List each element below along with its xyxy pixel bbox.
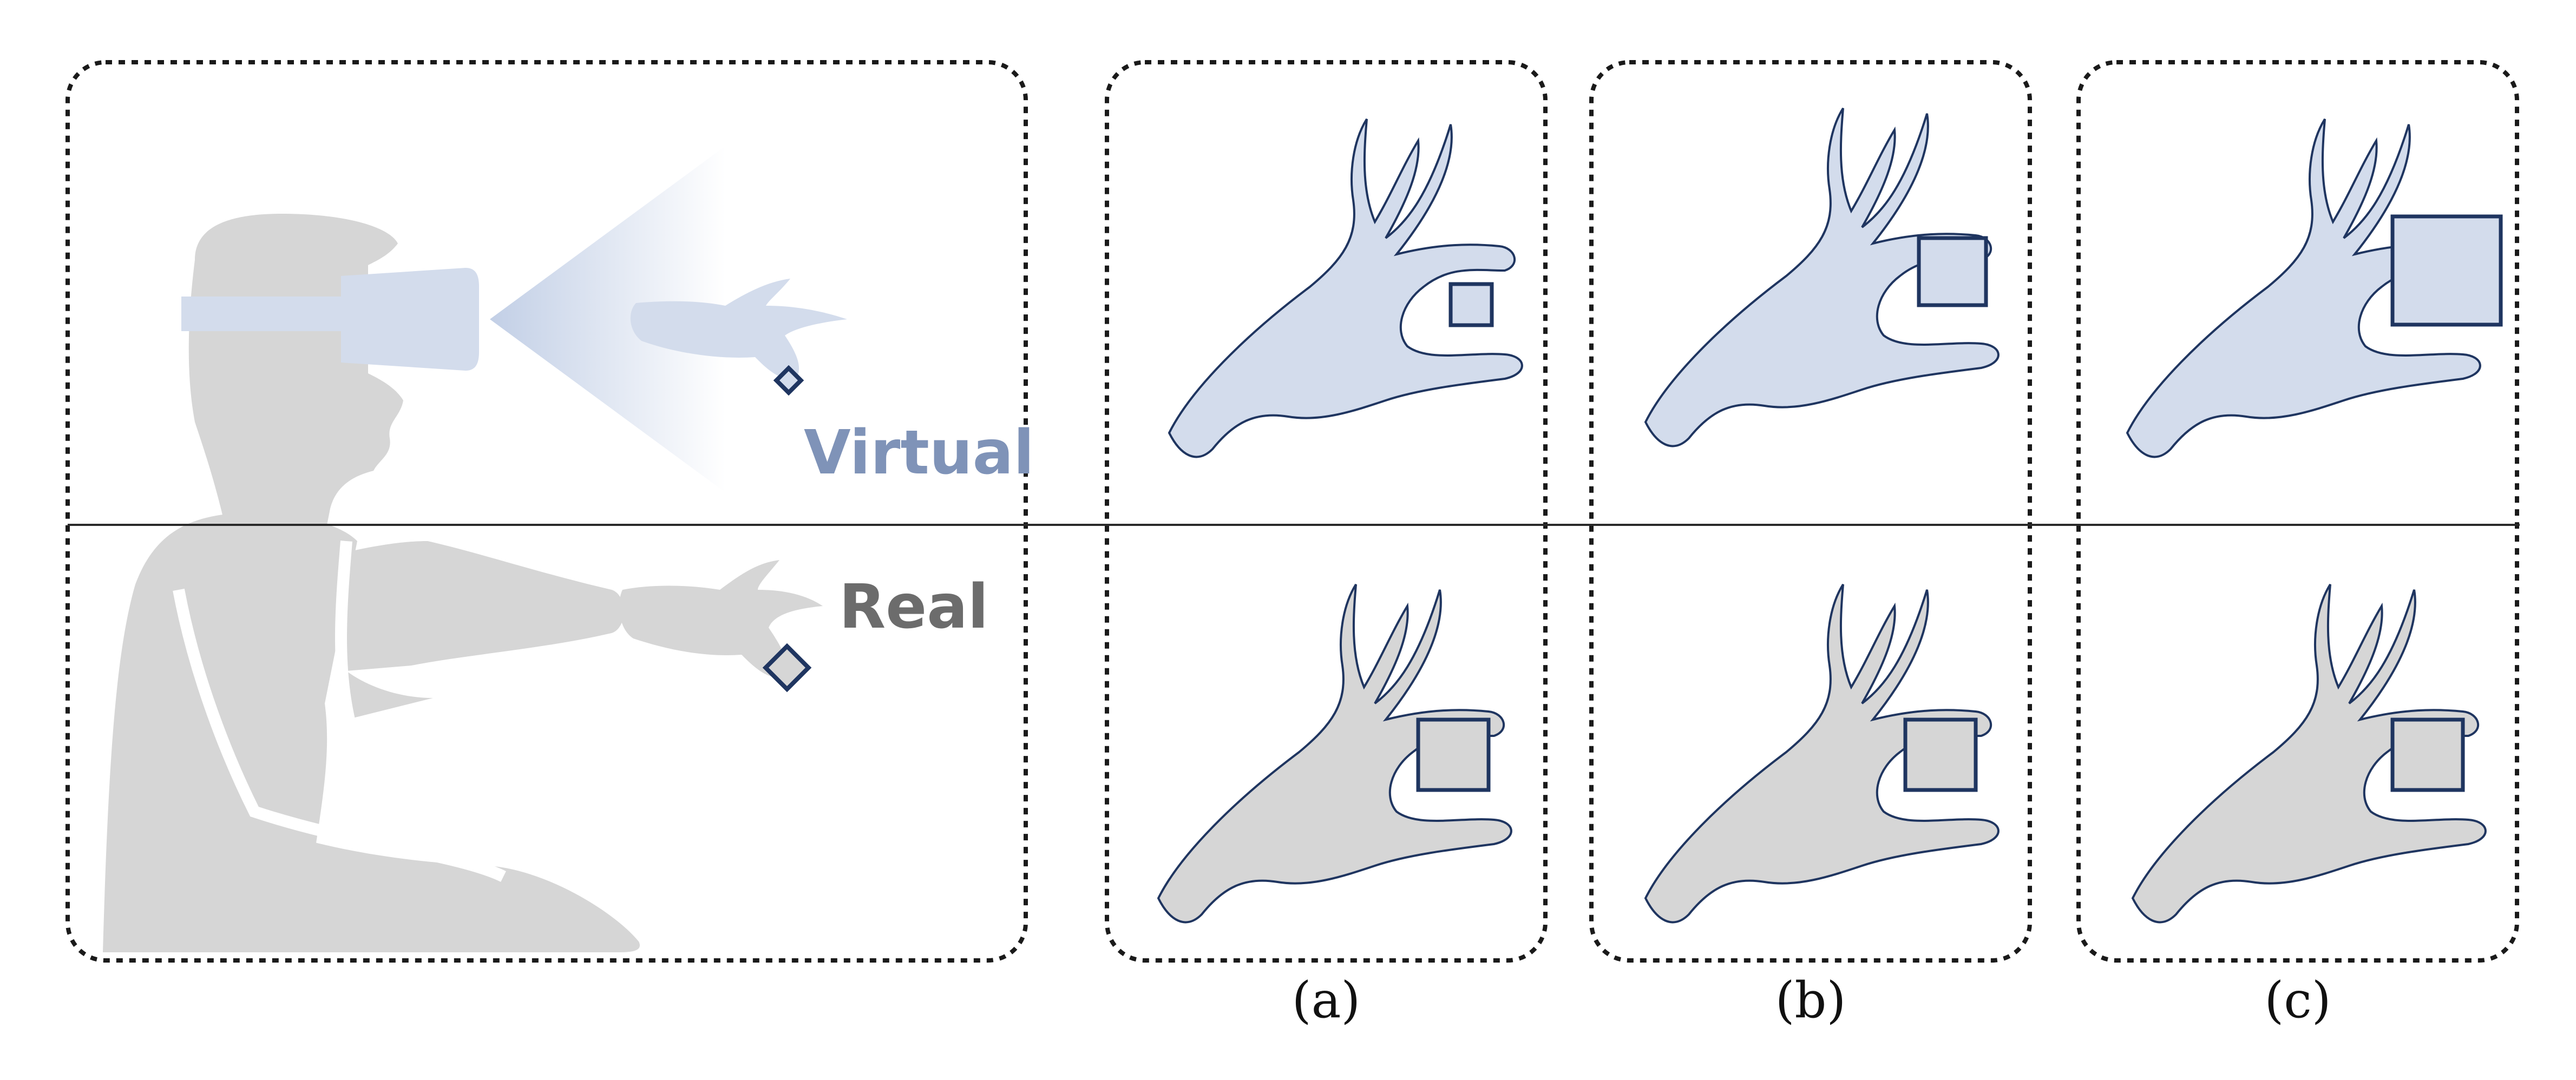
scene-frame (65, 60, 1028, 963)
panel-a-frame (1105, 60, 1548, 963)
virtual-label: Virtual (804, 418, 1034, 488)
panel-a-real-hand (1157, 583, 1512, 924)
panel-a-virtual-hand (1168, 118, 1523, 458)
panel-c-real-cube (2390, 717, 2465, 792)
panel-b-real-cube (1903, 717, 1978, 792)
panel-c-virtual-hand (2126, 118, 2503, 458)
virtual-cube-icon (773, 365, 804, 396)
real-label: Real (839, 572, 988, 642)
vr-headset-icon (181, 268, 479, 371)
panel-b-caption: (b) (1775, 971, 1846, 1029)
panel-c-frame (2076, 60, 2519, 963)
panel-b-virtual-hand (1644, 107, 2000, 447)
panel-b-real-hand (1644, 583, 2000, 924)
panel-b-virtual-cube (1917, 236, 1988, 307)
panel-a-real-cube (1416, 717, 1491, 792)
panel-c-virtual-cube (2390, 214, 2503, 327)
panel-a-virtual-cube (1448, 282, 1494, 327)
view-cone (490, 146, 725, 492)
panel-b-frame (1589, 60, 2032, 963)
virtual-hand-icon (630, 279, 847, 379)
panel-a-caption: (a) (1292, 971, 1361, 1029)
person-silhouette-icon (103, 214, 823, 952)
panel-c-real-hand (2132, 583, 2487, 924)
real-cube-icon (762, 643, 812, 693)
panel-c-caption: (c) (2264, 971, 2331, 1029)
